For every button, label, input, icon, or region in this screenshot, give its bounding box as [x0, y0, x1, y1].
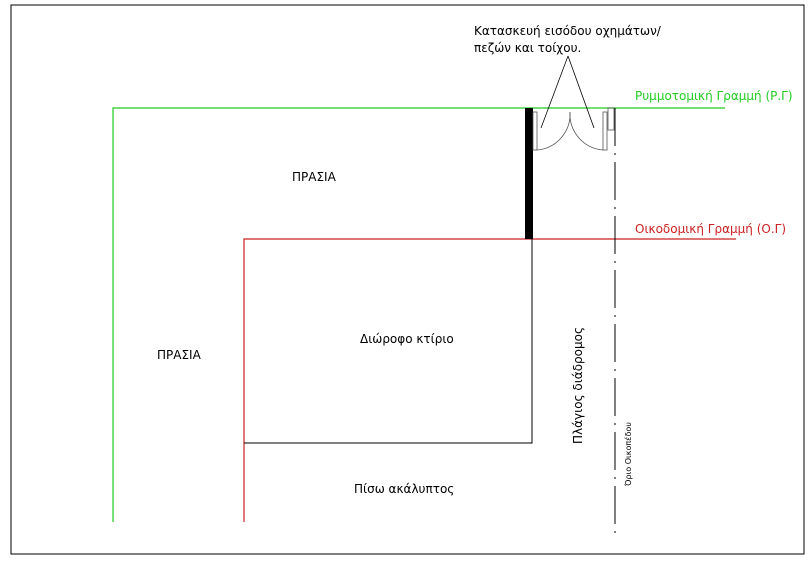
building-line: [243, 238, 736, 522]
entrance-note-line1: Κατασκευή εισόδου οχημάτων/: [474, 24, 662, 38]
street-line-label: Ρυμμοτομική Γραμμή (Ρ.Γ): [635, 89, 793, 103]
rear-open-space-label: Πίσω ακάλυπτος: [354, 482, 454, 496]
garden-top-label: ΠΡΑΣΙΑ: [292, 170, 337, 184]
street-line: [112, 107, 725, 522]
entrance-note-line2: πεζών και τοίχου.: [474, 41, 581, 55]
entrance-gate: [532, 107, 615, 151]
building-outline: [244, 239, 533, 444]
plot-boundary-label: Όριο Οικοπέδου: [623, 422, 633, 487]
garden-left-label: ΠΡΑΣΙΑ: [157, 348, 202, 362]
side-corridor-label: Πλάγιος διάδρομος: [571, 327, 585, 444]
building-label: Διώροφο κτίριο: [360, 332, 454, 346]
boundary-wall: [525, 108, 533, 239]
note-leader: [540, 55, 595, 129]
building-line-label: Οικοδομική Γραμμή (Ο.Γ): [635, 222, 786, 236]
drawing-frame: [10, 4, 805, 555]
